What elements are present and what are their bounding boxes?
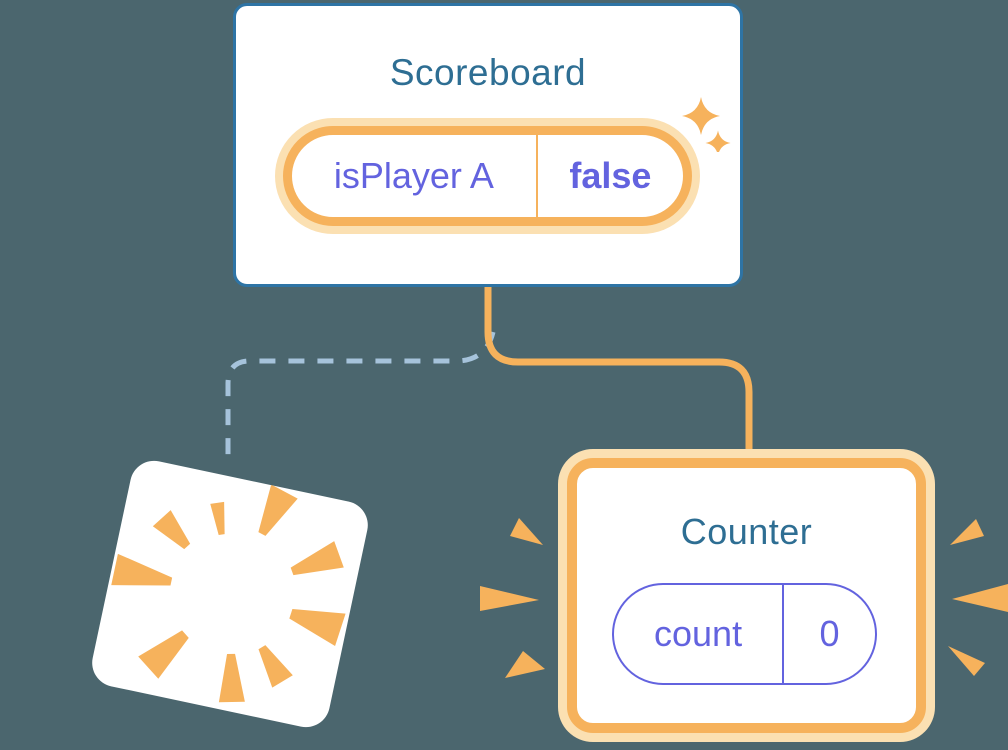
state-value-label: 0 bbox=[819, 613, 840, 654]
solid-connector-line bbox=[484, 286, 753, 460]
emphasis-rays-left-icon bbox=[480, 518, 545, 678]
state-name-cell: isPlayer A bbox=[292, 135, 538, 217]
destroyed-component-card bbox=[87, 456, 373, 732]
state-value-cell: 0 bbox=[784, 585, 875, 683]
state-value-cell: false bbox=[538, 135, 683, 217]
state-value-label: false bbox=[569, 155, 652, 196]
emphasis-rays-right-icon bbox=[948, 519, 1008, 676]
counter-title: Counter bbox=[680, 511, 813, 552]
counter-component-card: Counter count 0 bbox=[567, 458, 926, 733]
scoreboard-state-pill: isPlayer A false bbox=[283, 126, 692, 226]
state-name-label: isPlayer A bbox=[333, 155, 494, 196]
sparkles-icon bbox=[682, 97, 731, 152]
counter-state-pill: count 0 bbox=[612, 583, 877, 685]
scoreboard-title: Scoreboard bbox=[389, 52, 587, 93]
state-name-label: count bbox=[654, 613, 743, 654]
scoreboard-component-card: Scoreboard isPlayer A false bbox=[233, 3, 743, 287]
state-name-cell: count bbox=[614, 585, 785, 683]
dashed-connector-line bbox=[225, 331, 496, 464]
poof-burst-icon bbox=[111, 484, 346, 703]
